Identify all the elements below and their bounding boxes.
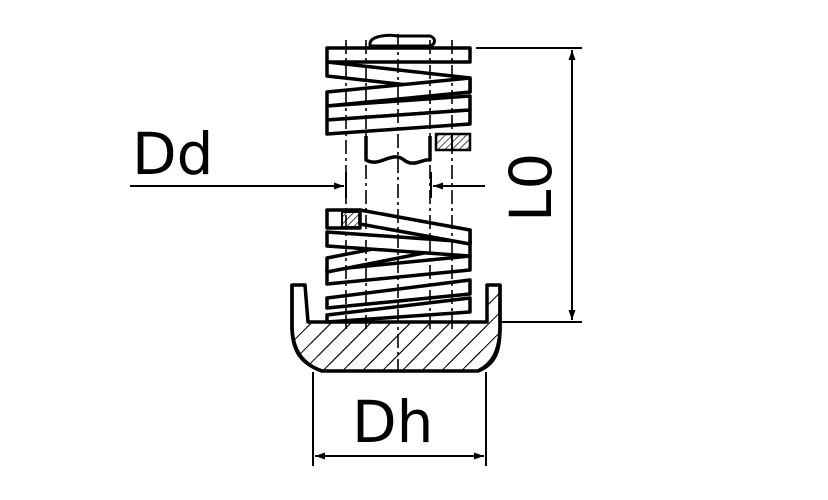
shaft-break [364, 136, 432, 165]
dim-l0-label: L0 [497, 153, 565, 222]
dim-dd-label: Dd [132, 120, 213, 188]
coil-section-lower-left [341, 211, 361, 228]
cup-rim-left [290, 285, 323, 373]
dim-l0 [476, 47, 582, 323]
top-pin [368, 33, 436, 48]
dim-dh-label: Dh [352, 388, 433, 456]
dim-dd [130, 172, 485, 198]
dim-dh [312, 372, 487, 466]
cup-rim-right [477, 285, 502, 373]
